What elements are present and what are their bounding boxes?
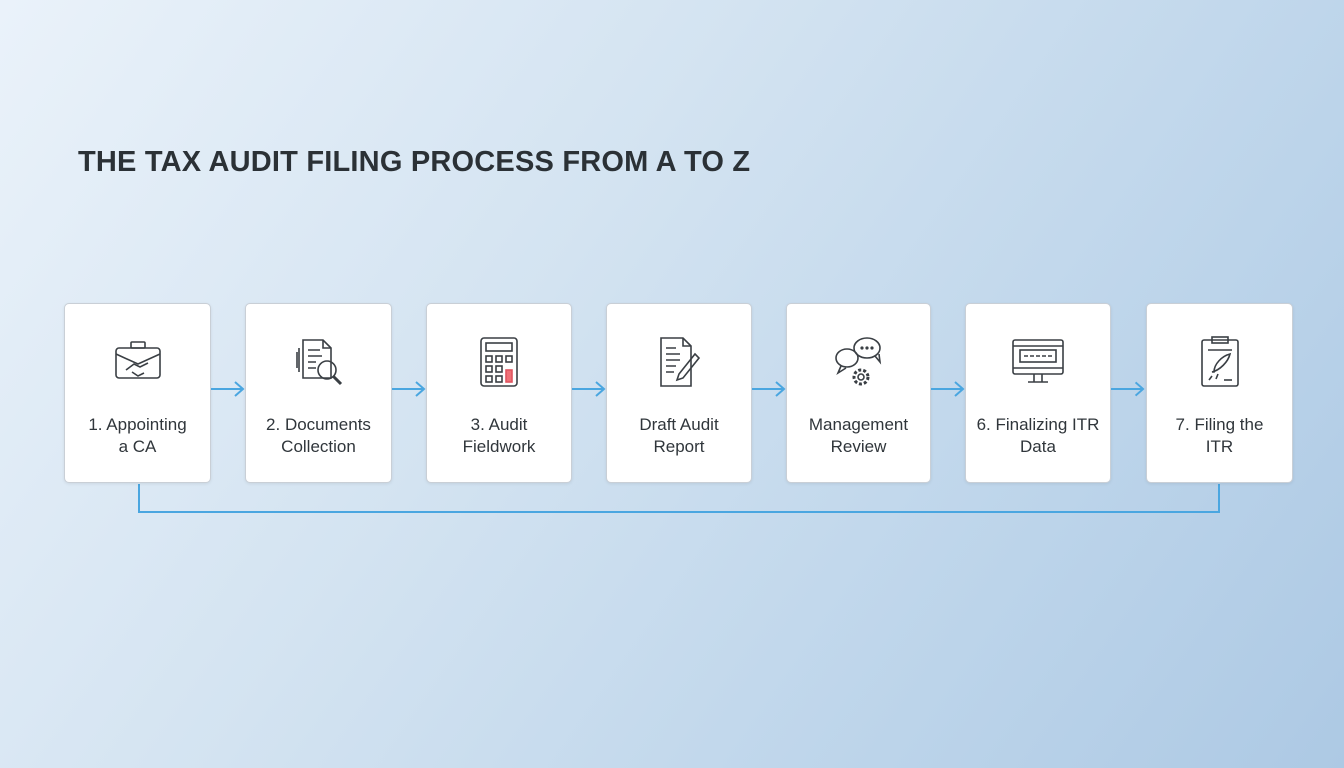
- page-title: THE TAX AUDIT FILING PROCESS FROM A TO Z: [78, 146, 751, 178]
- monitor-icon: [1012, 339, 1064, 383]
- step-label-line-1: 6. Finalizing ITR: [976, 415, 1100, 434]
- step-label-line-1: Management: [808, 415, 909, 434]
- arrow-right-icon: [211, 381, 245, 397]
- calculator-icon: [480, 337, 518, 387]
- step-label-line-2: Fieldwork: [462, 437, 536, 456]
- step-label-line-1: 7. Filing the: [1175, 415, 1264, 434]
- clipboard-rocket-icon: [1200, 336, 1239, 387]
- step-label-line-2: Data: [1020, 437, 1056, 456]
- step-label-line-1: 1. Appointing: [88, 415, 187, 434]
- step-label-line-2: Collection: [281, 437, 356, 456]
- document-magnifier-icon: [295, 339, 342, 386]
- chat-gear-icon: [834, 337, 881, 386]
- step-1-card: 1. Appointing a CA: [64, 303, 211, 483]
- arrow-right-icon: [931, 381, 965, 397]
- arrow-right-icon: [572, 381, 606, 397]
- briefcase-handshake-icon: [114, 341, 161, 379]
- arrow-right-icon: [392, 381, 426, 397]
- arrow-right-icon: [1111, 381, 1145, 397]
- step-label-line-1: 2. Documents: [266, 415, 371, 434]
- step-label-line-1: Draft Audit: [639, 415, 719, 434]
- step-label-line-1: 3. Audit: [470, 415, 528, 434]
- step-6-card: 6. Finalizing ITR Data: [965, 303, 1111, 483]
- arrow-right-icon: [752, 381, 786, 397]
- step-label-line-2: Review: [830, 437, 887, 456]
- step-label-line-2: a CA: [118, 437, 157, 456]
- step-label-line-2: Report: [653, 437, 705, 456]
- document-pen-icon: [660, 337, 701, 387]
- step-label-line-2: ITR: [1205, 437, 1234, 456]
